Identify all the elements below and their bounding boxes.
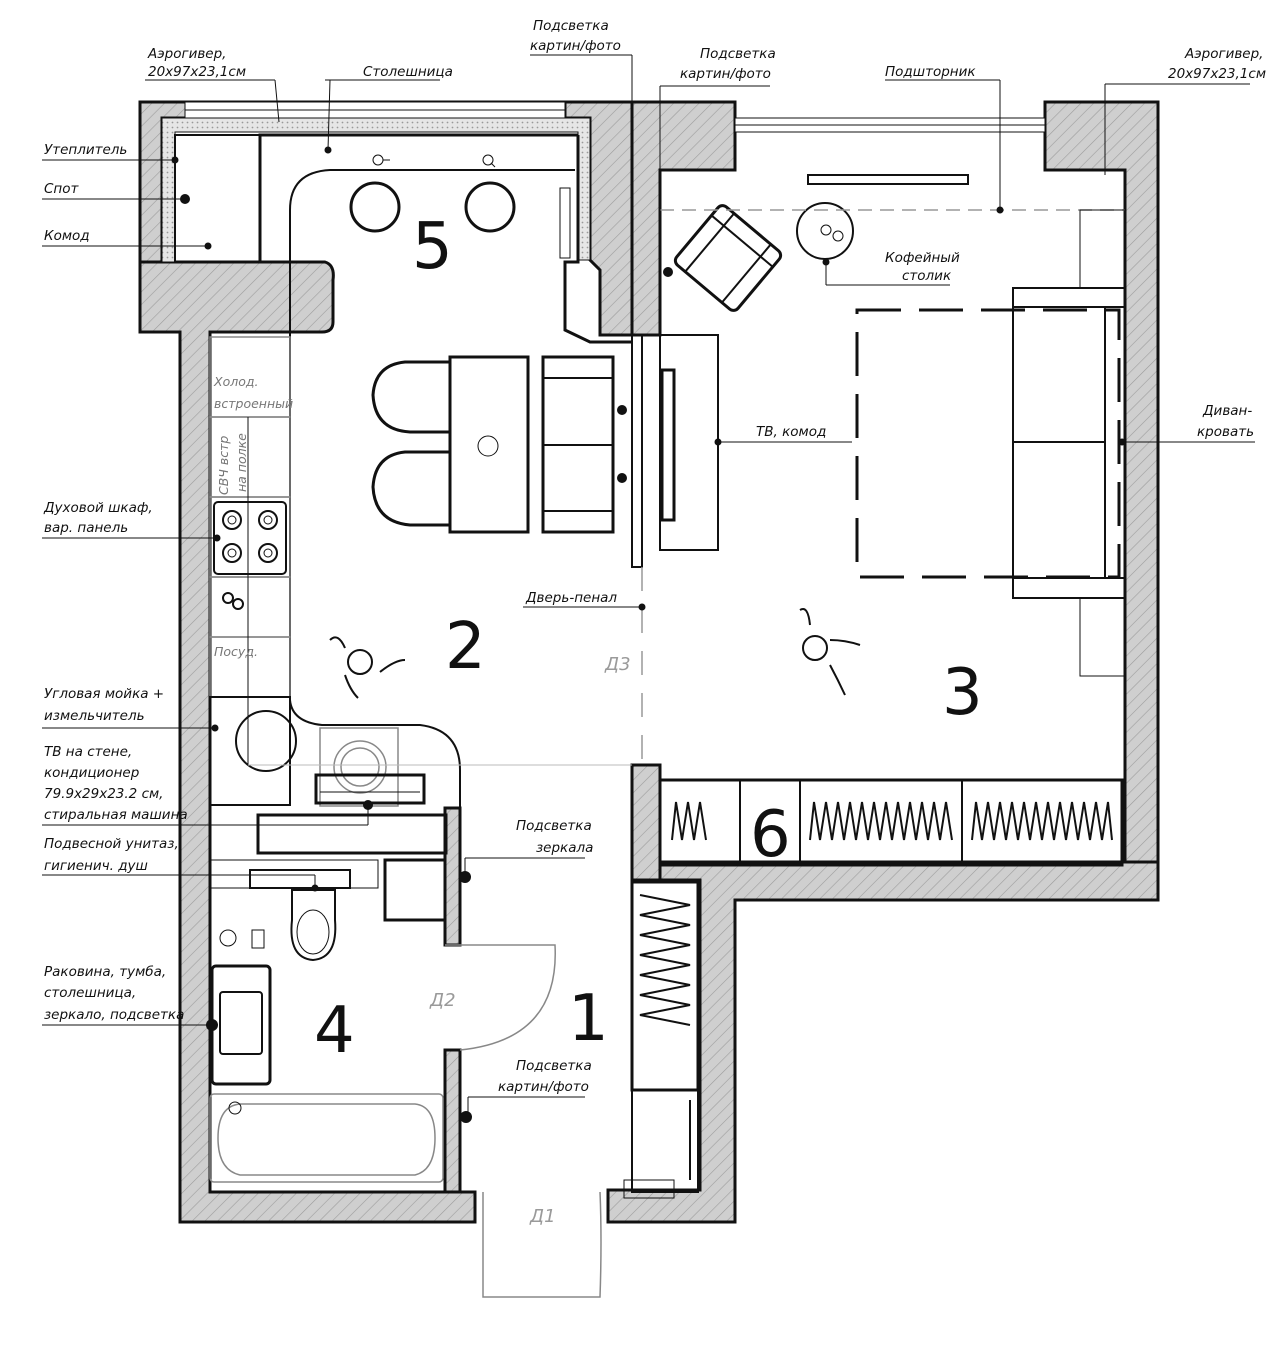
- tv-dresser-label: ТВ, комод: [756, 424, 826, 440]
- walls: [138, 100, 1160, 1224]
- microwave-label-2: на полке: [234, 433, 249, 492]
- sofa-bed-label: Диван-: [1202, 403, 1252, 419]
- pocket-door-label: Дверь-пенал: [525, 590, 617, 606]
- room-number-4: 4: [314, 994, 355, 1068]
- insulation-label: Утеплитель: [44, 142, 127, 158]
- tv-wall-label: ТВ на стене,: [44, 744, 132, 760]
- room-number-3: 3: [942, 656, 983, 730]
- countertop-label: Столешница: [363, 64, 453, 80]
- door-label-d3: Д3: [604, 654, 631, 675]
- toilet-label-2: гигиенич. душ: [44, 858, 148, 874]
- door-label-d1: Д1: [529, 1206, 556, 1227]
- room-numbers: 5 2 3 4 1 6: [314, 210, 983, 1068]
- tv-wall-label-3: 79.9х29х23.2 см,: [44, 786, 163, 802]
- annotation-labels: Аэрогивер, 20х97х23,1см Столешница Подсв…: [43, 18, 1266, 1095]
- aerogiver-right-size: 20х97х23,1см: [1168, 66, 1266, 82]
- person-icon: [799, 608, 861, 696]
- corner-sink-label-2: измельчитель: [44, 708, 145, 724]
- curtain-rail-label: Подшторник: [885, 64, 976, 80]
- insulation-strip: [161, 117, 591, 263]
- basin-label-3: зеркало, подсветка: [44, 1007, 184, 1023]
- mirror-light-label-2: зеркала: [536, 840, 593, 856]
- room-number-1: 1: [568, 982, 609, 1056]
- art-light-top-label-2: картин/фото: [530, 38, 621, 54]
- basin-label-2: столешница,: [44, 985, 136, 1001]
- tv-wall-label-2: кондиционер: [44, 765, 139, 781]
- aerogiver-left-size: 20х97х23,1см: [148, 64, 246, 80]
- basin-label: Раковина, тумба,: [44, 964, 166, 980]
- room-number-6: 6: [750, 798, 791, 872]
- room-number-2: 2: [445, 610, 486, 684]
- microwave-label: СВЧ встр: [216, 436, 231, 495]
- oven-label-2: вар. панель: [44, 520, 128, 536]
- aerogiver-left-label: Аэрогивер,: [147, 46, 226, 62]
- art-light-top-label: Подсветка: [533, 18, 609, 34]
- art-light-top2-label-2: картин/фото: [680, 66, 771, 82]
- fridge-label: Холод.: [213, 374, 258, 389]
- hall-furniture: [623, 880, 700, 1199]
- bathroom-furniture: [209, 813, 448, 1183]
- art-light-top2-label: Подсветка: [700, 46, 776, 62]
- room-number-5: 5: [412, 210, 453, 284]
- coffee-table-label: Кофейный: [885, 250, 960, 266]
- dresser-label: Комод: [44, 228, 90, 244]
- doors: [445, 567, 643, 1298]
- marker-dots: [171, 146, 1126, 1123]
- door-label-d2: Д2: [429, 990, 456, 1011]
- corner-sink-label: Угловая мойка +: [44, 686, 164, 702]
- spot-label: Спот: [44, 181, 80, 197]
- windows: [184, 101, 1046, 133]
- door-labels: Д1 Д2 Д3: [429, 654, 631, 1227]
- sofa-bed-label-2: кровать: [1197, 424, 1254, 440]
- fridge-label-2: встроенный: [214, 396, 293, 411]
- art-light-bottom-label-2: картин/фото: [498, 1079, 589, 1095]
- appliance-labels: Холод. встроенный СВЧ встр на полке Посу…: [213, 374, 293, 659]
- mirror-light-label: Подсветка: [516, 818, 592, 834]
- person-icon: [329, 636, 406, 699]
- art-light-bottom-label: Подсветка: [516, 1058, 592, 1074]
- coffee-table-label-2: столик: [902, 268, 952, 284]
- tv-wall-label-4: стиральная машина: [44, 807, 188, 823]
- aerogiver-right-label: Аэрогивер,: [1184, 46, 1263, 62]
- oven-label: Духовой шкаф,: [43, 500, 153, 516]
- toilet-label: Подвесной унитаз,: [44, 836, 179, 852]
- dishwasher-label: Посуд.: [214, 644, 258, 659]
- living-furniture: [658, 174, 1126, 867]
